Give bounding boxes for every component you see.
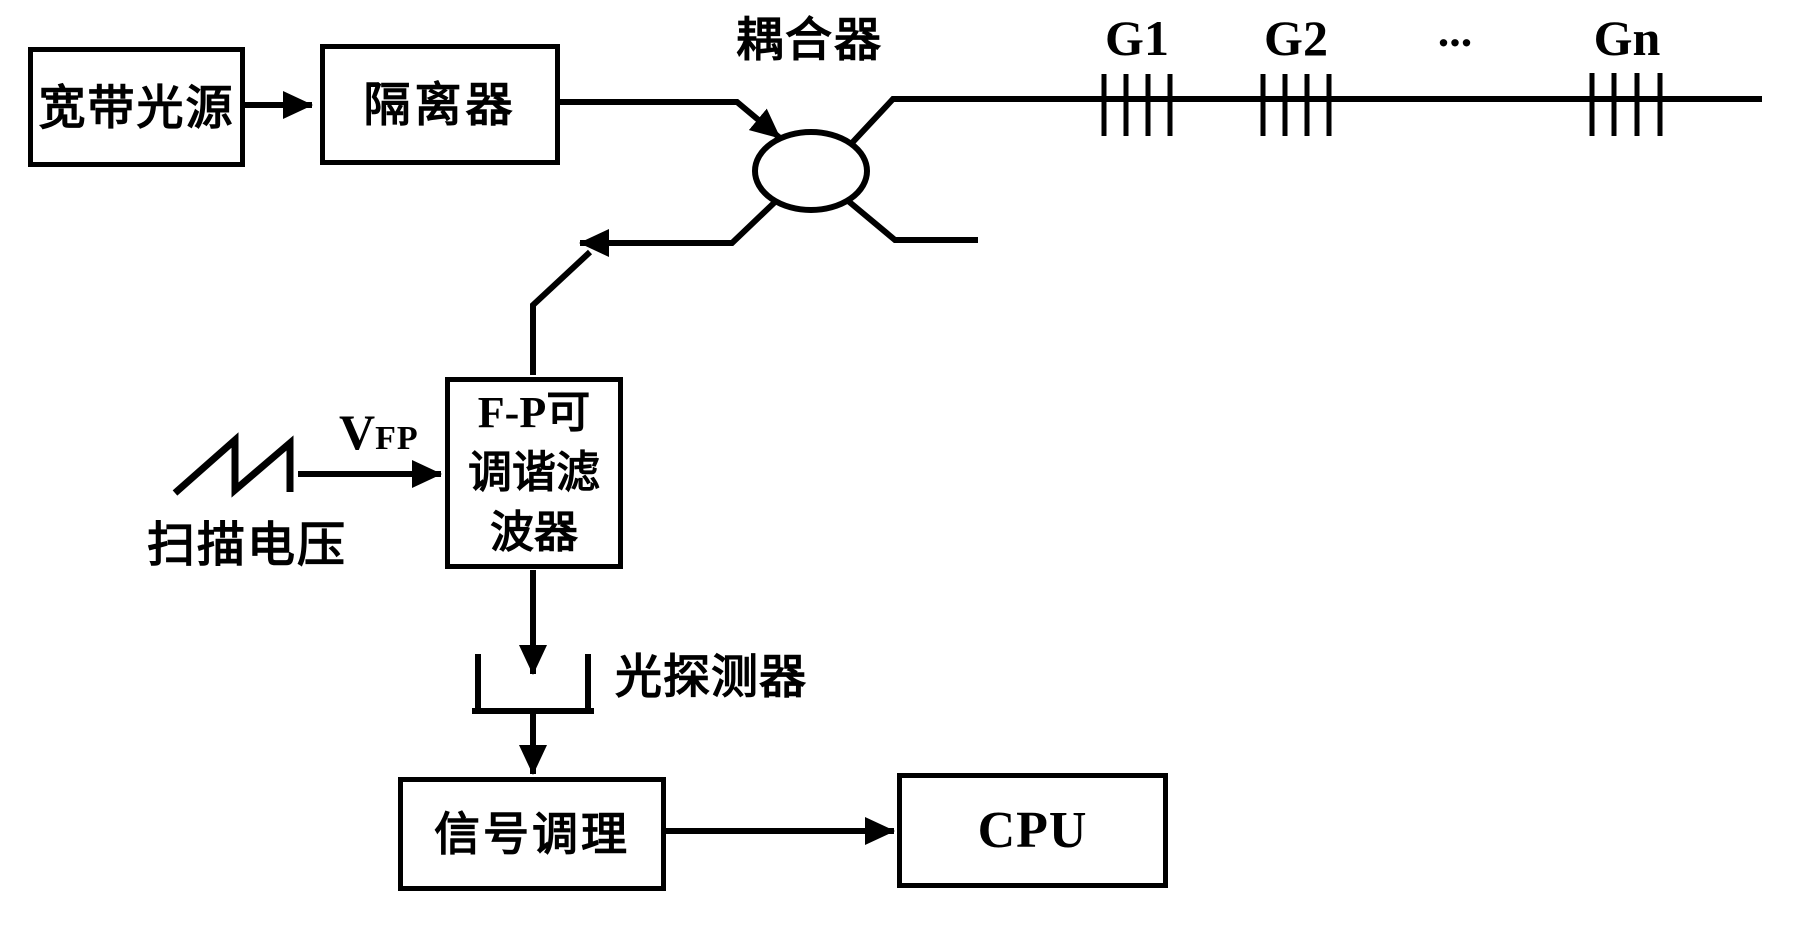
vfp-voltage-label: VFP (339, 407, 419, 457)
sawtooth-waveform (172, 432, 294, 498)
broadband-source-box: 宽带光源 (28, 47, 245, 167)
scan-voltage-label: 扫描电压 (147, 519, 348, 572)
cpu-label: CPU (977, 801, 1088, 859)
signal-conditioning-label: 信号调理 (434, 808, 630, 860)
grating-g2-label: G2 (1264, 10, 1328, 66)
broadband-source-label: 宽带光源 (38, 80, 235, 134)
fp-tunable-filter-box: F-P可 调谐滤 波器 (445, 377, 623, 569)
photodetector-label: 光探测器 (615, 650, 807, 703)
grating-g2-ticks (1260, 74, 1332, 136)
coupler-label: 耦合器 (736, 13, 883, 66)
vfp-voltage-main: V (339, 404, 376, 460)
coupler-ellipse (752, 129, 870, 213)
fiber-coupler-unused-port (845, 197, 978, 243)
fiber-isolator-to-coupler (558, 99, 782, 141)
grating-gn-label: Gn (1593, 10, 1661, 66)
cpu-box: CPU (897, 773, 1168, 888)
fp-filter-label-line1: F-P可 (477, 388, 591, 437)
grating-g1-ticks (1101, 74, 1173, 136)
fp-filter-label-line3: 波器 (490, 508, 578, 557)
grating-gn-ticks (1589, 73, 1663, 136)
fiber-return-from-coupler (579, 198, 779, 257)
isolator-box: 隔离器 (320, 44, 560, 165)
photodetector-symbol (472, 654, 594, 714)
fiber-return-down-to-filter (530, 249, 593, 375)
fp-filter-label-line2: 调谐滤 (468, 448, 600, 497)
fiber-coupler-to-fbg-array (848, 96, 1762, 147)
vfp-voltage-subscript: FP (375, 420, 419, 457)
isolator-label: 隔离器 (363, 78, 517, 131)
signal-conditioning-box: 信号调理 (398, 777, 666, 891)
grating-g1-label: G1 (1105, 10, 1169, 66)
grating-ellipsis-label: ... (1437, 5, 1473, 56)
